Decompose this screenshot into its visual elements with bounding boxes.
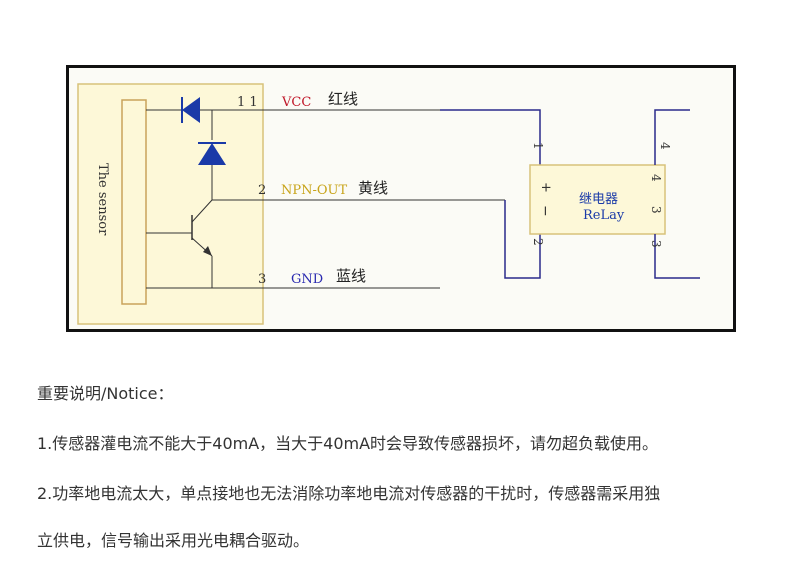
relay-body: [529, 164, 666, 235]
relay-pin-3-outer: 3: [649, 240, 663, 248]
vcc-label: VCC: [281, 95, 311, 110]
relay-minus: −: [537, 205, 553, 217]
notice-item-1: 1.传感器灌电流不能大于40mA，当大于40mA时会导致传感器损坏，请勿超负载使…: [37, 434, 659, 453]
relay-label-en: ReLay: [583, 208, 625, 223]
sensor-body: [77, 83, 264, 325]
npn-transistor-icon: [146, 182, 213, 288]
sensor-label: The sensor: [95, 163, 110, 236]
diode-2-icon: [198, 143, 226, 165]
relay-label-cn: 继电器: [579, 192, 618, 207]
relay-plus: +: [538, 182, 553, 193]
relay-pin-3-inner: 3: [649, 206, 663, 214]
out-wire-color: 黄线: [358, 179, 388, 197]
gnd-wire-color: 蓝线: [336, 267, 366, 285]
relay-pin-4-outer: 4: [658, 142, 672, 150]
notice-item-2-line-2: 立供电，信号输出采用光电耦合驱动。: [37, 531, 310, 550]
relay-pin-2: 2: [531, 238, 545, 246]
pin-out-number: 2: [258, 183, 266, 198]
relay-pin-4-inner: 4: [649, 174, 663, 182]
pin-gnd-number: 3: [258, 272, 266, 287]
notice-item-2-line-1: 2.功率地电流太大，单点接地也无法消除功率地电流对传感器的干扰时，传感器需采用独: [37, 484, 661, 503]
notice-title: 重要说明/Notice：: [37, 384, 174, 403]
pin-vcc-number: 1 1: [237, 95, 258, 110]
wiring-diagram: The sensor 1 1 2 3 VCC 红线 NPN-OUT 黄线 GND…: [77, 83, 700, 325]
vcc-wire-color: 红线: [328, 90, 358, 108]
relay-pin-1: 1: [531, 142, 545, 150]
gnd-label: GND: [291, 272, 323, 287]
out-label: NPN-OUT: [281, 183, 348, 198]
sensor-inner-bar: [121, 99, 147, 305]
diode-1-icon: [182, 97, 200, 123]
